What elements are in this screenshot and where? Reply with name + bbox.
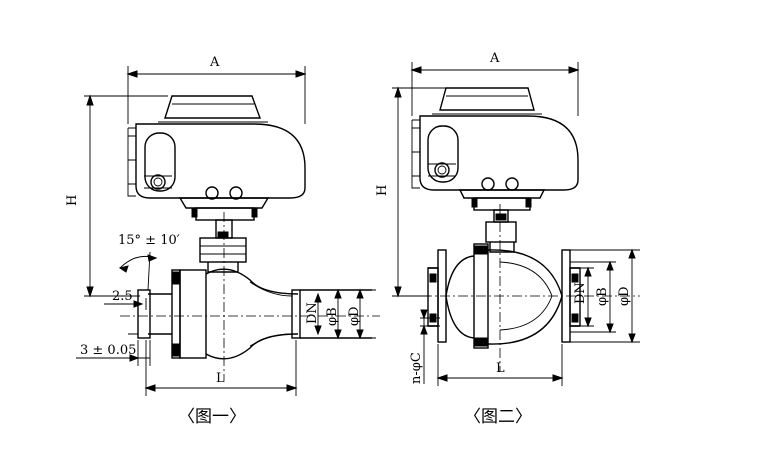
figure-2: A H L DN φB φD n-φC 〈图二〉	[375, 51, 640, 427]
fig2-stem	[485, 209, 517, 253]
fig2-dim-A: A	[489, 51, 500, 66]
fig1-dim-gap: 2.5	[112, 289, 133, 304]
fig2-dim-H: H	[375, 185, 390, 196]
fig1-dim-thickness: 3 ± 0.05	[80, 343, 136, 358]
fig2-body	[404, 204, 640, 372]
fig1-caption: 〈图一〉	[178, 407, 246, 427]
fig1-dim-phiD: φD	[347, 306, 362, 326]
fig1-dim-angle: 15° ± 10′	[118, 233, 180, 248]
fig1-dim-L: L	[216, 371, 225, 386]
fig2-dim-phiB: φB	[595, 287, 610, 306]
fig2-dimensions: A H L DN φB φD n-φC	[375, 51, 640, 386]
fig2-dim-L: L	[496, 361, 505, 376]
fig2-dim-phiD: φD	[617, 286, 632, 306]
fig2-dim-holes: n-φC	[409, 352, 424, 384]
fig2-actuator	[411, 87, 579, 211]
fig1-stem	[199, 219, 247, 273]
fig1-body	[120, 212, 380, 380]
fig1-actuator	[127, 95, 306, 221]
fig1-dimensions: A H L DN φB φD 15° ± 10′ 2.5	[65, 55, 376, 396]
fig2-caption: 〈图二〉	[464, 407, 532, 427]
fig1-dim-phiB: φB	[325, 307, 340, 326]
fig1-dim-A: A	[209, 55, 220, 70]
fig2-dim-DN: DN	[573, 282, 588, 304]
fig1-dim-H: H	[65, 195, 80, 206]
figure-1: A H L DN φB φD 15° ± 10′ 2.5	[65, 55, 380, 427]
fig1-dim-DN: DN	[305, 302, 320, 324]
